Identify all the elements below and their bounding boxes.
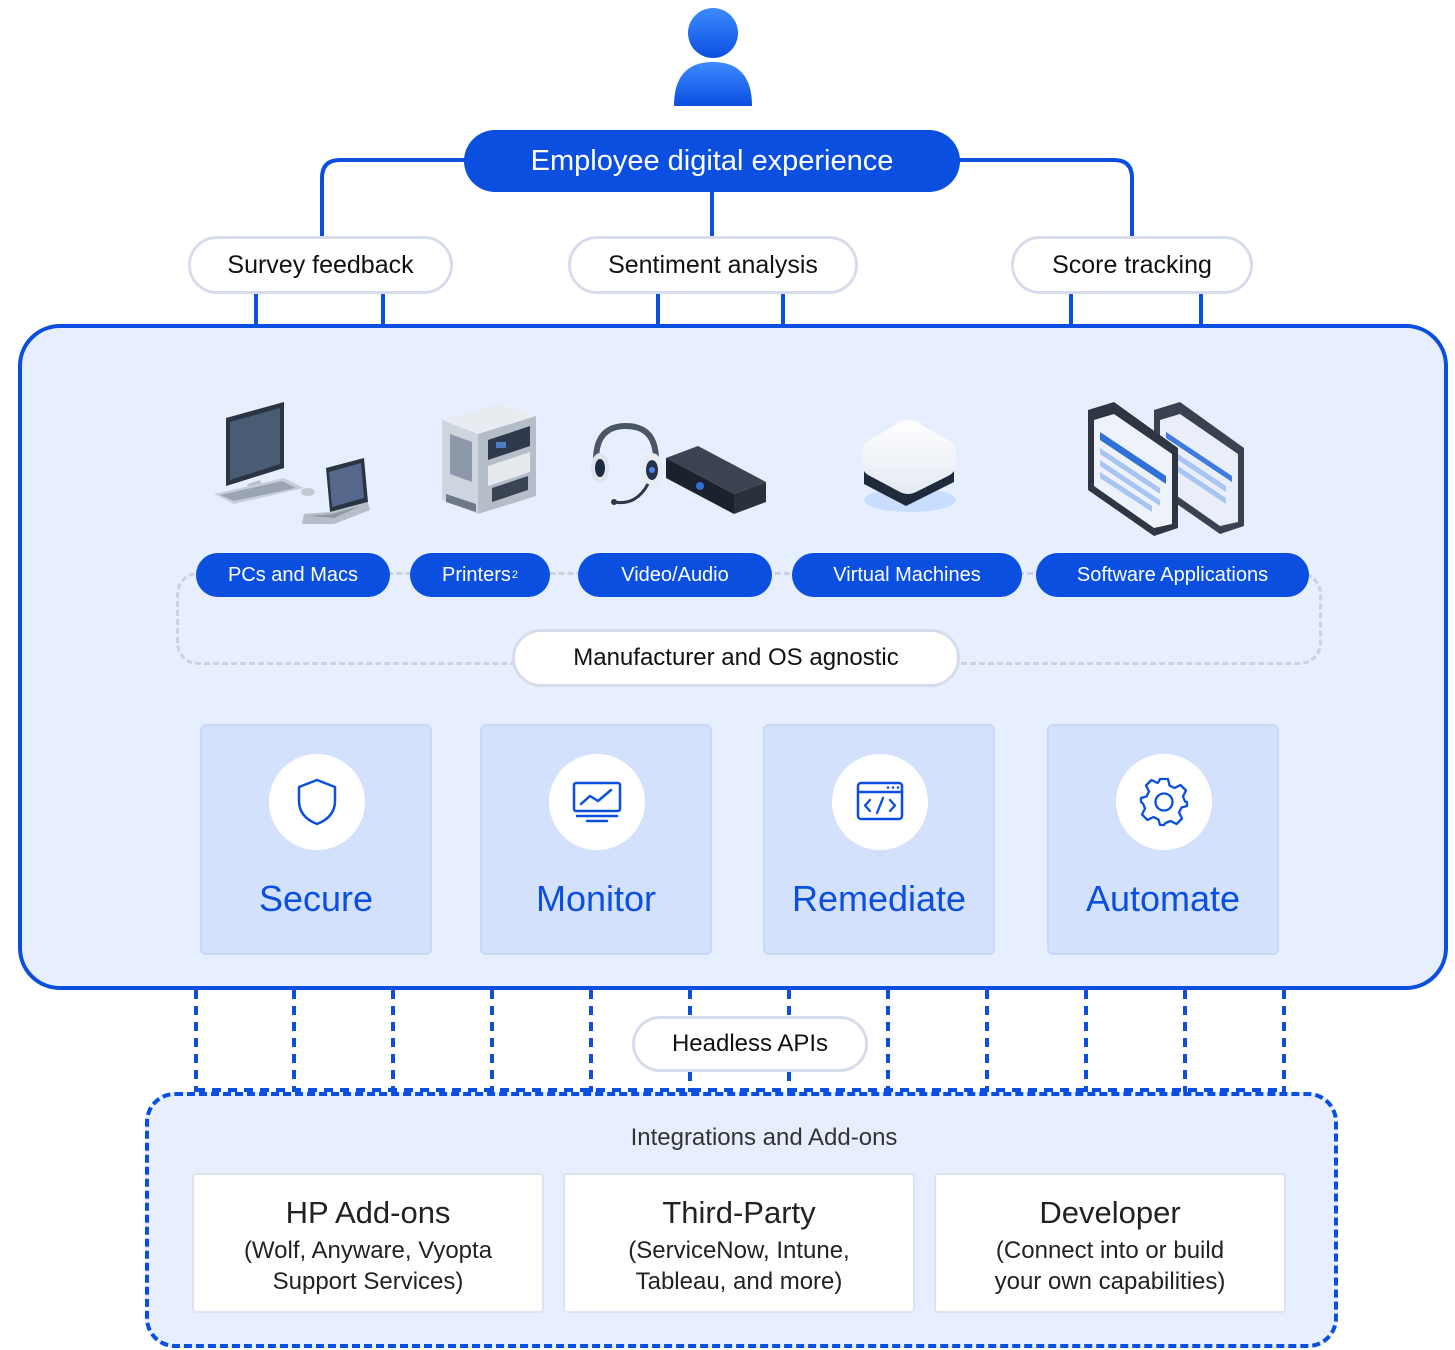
card-title: Third-Party — [662, 1195, 816, 1230]
headless-apis-pill: Headless APIs — [632, 1016, 868, 1072]
card-subtitle-line: Support Services) — [272, 1268, 464, 1295]
footnote-marker: 2 — [511, 569, 519, 581]
survey-feedback-pill: Survey feedback — [188, 236, 453, 294]
capability-label: Monitor — [535, 878, 657, 919]
pc-mac-illustration — [208, 396, 373, 544]
hero-title: Employee digital experience — [530, 144, 894, 177]
capability-card-automate: Automate — [1047, 724, 1279, 955]
pcs-macs-pill: PCs and Macs — [196, 553, 390, 597]
pill-label: Virtual Machines — [833, 563, 981, 586]
pill-label: Manufacturer and OS agnostic — [573, 644, 899, 671]
employee-digital-experience-pill: Employee digital experience — [464, 130, 960, 192]
virtual-machines-pill: Virtual Machines — [792, 553, 1022, 597]
card-subtitle-line: (Connect into or build — [995, 1237, 1225, 1264]
pill-label: Sentiment analysis — [608, 250, 818, 279]
card-subtitle-line: (ServiceNow, Intune, — [628, 1237, 850, 1264]
score-tracking-pill: Score tracking — [1011, 236, 1253, 294]
integration-card-developer: Developer (Connect into or build your ow… — [934, 1173, 1286, 1313]
capability-label: Automate — [1085, 878, 1241, 919]
video-audio-pill: Video/Audio — [578, 553, 772, 597]
code-window-icon — [832, 754, 928, 850]
shield-icon — [269, 754, 365, 850]
user-avatar-icon — [672, 6, 754, 108]
sentiment-analysis-pill: Sentiment analysis — [568, 236, 858, 294]
integration-card-third-party: Third-Party (ServiceNow, Intune, Tableau… — [563, 1173, 915, 1313]
card-title: HP Add-ons — [285, 1195, 451, 1230]
software-applications-pill: Software Applications — [1036, 553, 1309, 597]
card-title: Developer — [1039, 1195, 1181, 1230]
card-subtitle-line: (Wolf, Anyware, Vyopta — [243, 1237, 493, 1264]
pill-label: Printers — [441, 563, 511, 586]
capability-card-monitor: Monitor — [480, 724, 712, 955]
integration-card-hp-addons: HP Add-ons (Wolf, Anyware, Vyopta Suppor… — [192, 1173, 544, 1313]
gear-icon — [1116, 754, 1212, 850]
capability-card-remediate: Remediate — [763, 724, 995, 955]
capability-label: Remediate — [791, 878, 967, 919]
pill-label: Video/Audio — [621, 563, 729, 586]
card-subtitle-line: your own capabilities) — [994, 1268, 1226, 1295]
pill-label: Software Applications — [1076, 563, 1269, 586]
pill-label: Survey feedback — [227, 250, 414, 279]
capability-card-secure: Secure — [200, 724, 432, 955]
headset-camera-illustration — [586, 396, 766, 544]
card-subtitle-line: Tableau, and more) — [635, 1268, 843, 1295]
pill-label: Score tracking — [1052, 250, 1212, 279]
agnostic-pill: Manufacturer and OS agnostic — [512, 629, 960, 687]
monitor-chart-icon — [549, 754, 645, 850]
pill-label: Headless APIs — [671, 1030, 829, 1057]
virtual-machine-illustration — [850, 396, 968, 544]
capability-label: Secure — [258, 878, 374, 919]
integrations-title: Integrations and Add-ons — [630, 1124, 898, 1151]
pill-label: PCs and Macs — [227, 563, 359, 586]
printer-illustration — [436, 396, 541, 544]
app-windows-illustration — [1080, 396, 1248, 544]
